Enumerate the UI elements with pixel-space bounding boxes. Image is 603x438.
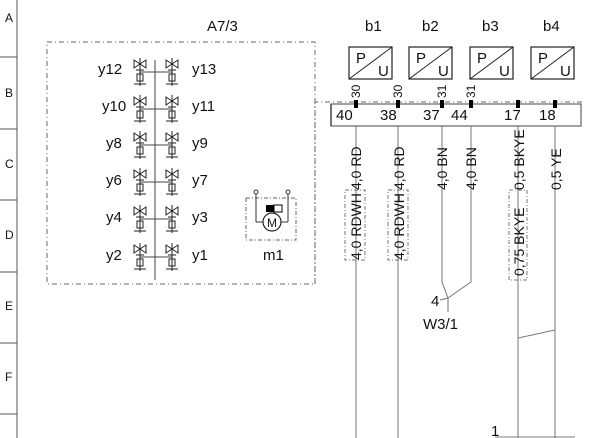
pin-top-label: 30 [349, 84, 363, 98]
row-label-d: D [5, 228, 14, 242]
valve-label: y9 [192, 135, 208, 152]
junction-pin: 4 [431, 293, 439, 310]
wire-label: 0,5 YE [548, 148, 564, 190]
row-label-b: B [5, 86, 13, 100]
sensor-b2: b2 P U [408, 18, 453, 80]
sensor-p: P [477, 50, 487, 67]
junction-name: W3/1 [423, 316, 458, 333]
wire-label: 4,0 RDWH [391, 193, 407, 260]
wire-label: 4,0 RDWH [348, 193, 364, 260]
row-label-c: C [5, 157, 14, 171]
sensor-p: P [356, 50, 366, 67]
sensor-name: b3 [482, 18, 499, 35]
pin-number: 17 [504, 107, 521, 124]
pin-17: 17 [504, 100, 521, 124]
module-title: A7/3 [207, 18, 238, 35]
pin-40: 30 40 [336, 84, 363, 124]
sensor-p: P [538, 50, 548, 67]
valve-label: y6 [106, 172, 122, 189]
junction-w3-1: 4 W3/1 [423, 260, 472, 333]
valve-label: y7 [192, 172, 208, 189]
wire-label: 4,0 RD [348, 146, 364, 190]
row-label-e: E [5, 299, 13, 313]
pin-number: 37 [423, 107, 440, 124]
bottom-mark: 1 [491, 423, 499, 438]
pin-37: 31 37 [423, 84, 449, 124]
connector-block [314, 101, 582, 284]
valve-label: y13 [192, 61, 216, 78]
motor-m1: M m1 [245, 189, 297, 264]
motor-label: m1 [263, 247, 284, 264]
wire-label: 4,0 RD [391, 146, 407, 190]
pin-top-label: 31 [435, 84, 449, 98]
pin-44: 31 44 [451, 84, 478, 124]
wire-label: 0,75 BKYE [511, 208, 527, 277]
valve-label: y4 [106, 209, 122, 226]
valve-label: y12 [98, 61, 122, 78]
row-label-a: A [5, 11, 13, 25]
wire-label: 4,0 BN [463, 147, 479, 190]
pin-number: 40 [336, 107, 353, 124]
pin-number: 44 [451, 107, 468, 124]
valve-label: y3 [192, 209, 208, 226]
sensor-name: b1 [365, 18, 382, 35]
valve-label: y1 [192, 247, 208, 264]
wire-label: 0,5 BKYE [511, 129, 527, 190]
valve-label: y2 [106, 247, 122, 264]
pin-18: 18 [539, 100, 557, 124]
sensor-b4: b4 P U [530, 18, 575, 80]
sensor-b1: b1 P U [348, 18, 393, 80]
sensor-u: U [499, 63, 510, 80]
sensor-u: U [438, 63, 449, 80]
valve-label: y8 [106, 135, 122, 152]
sensor-u: U [560, 63, 571, 80]
pin-38: 30 38 [380, 84, 405, 124]
wire-label: 4,0 BN [434, 147, 450, 190]
row-label-f: F [5, 370, 12, 384]
pin-number: 38 [380, 107, 397, 124]
valve-label: y10 [102, 98, 126, 115]
wire-set: 4,0 RD 4,0 RD 4,0 BN 4,0 BN 0,5 BKYE 0,5… [344, 126, 575, 438]
sensor-u: U [378, 63, 389, 80]
sensor-p: P [416, 50, 426, 67]
motor-symbol: M [267, 216, 277, 230]
sensor-b3: b3 P U [469, 18, 514, 80]
pin-number: 18 [539, 107, 556, 124]
sensor-name: b4 [543, 18, 560, 35]
pin-top-label: 31 [464, 84, 478, 98]
row-ruler: A B C D E F [0, 0, 18, 438]
module-a7-3: A7/3 [46, 18, 316, 285]
valve-label: y11 [192, 98, 215, 115]
pin-top-label: 30 [391, 84, 405, 98]
valve-array: y12 y10 y8 y6 y4 y2 y13 y11 y9 y7 y3 y1 [98, 57, 216, 272]
sensor-name: b2 [422, 18, 439, 35]
